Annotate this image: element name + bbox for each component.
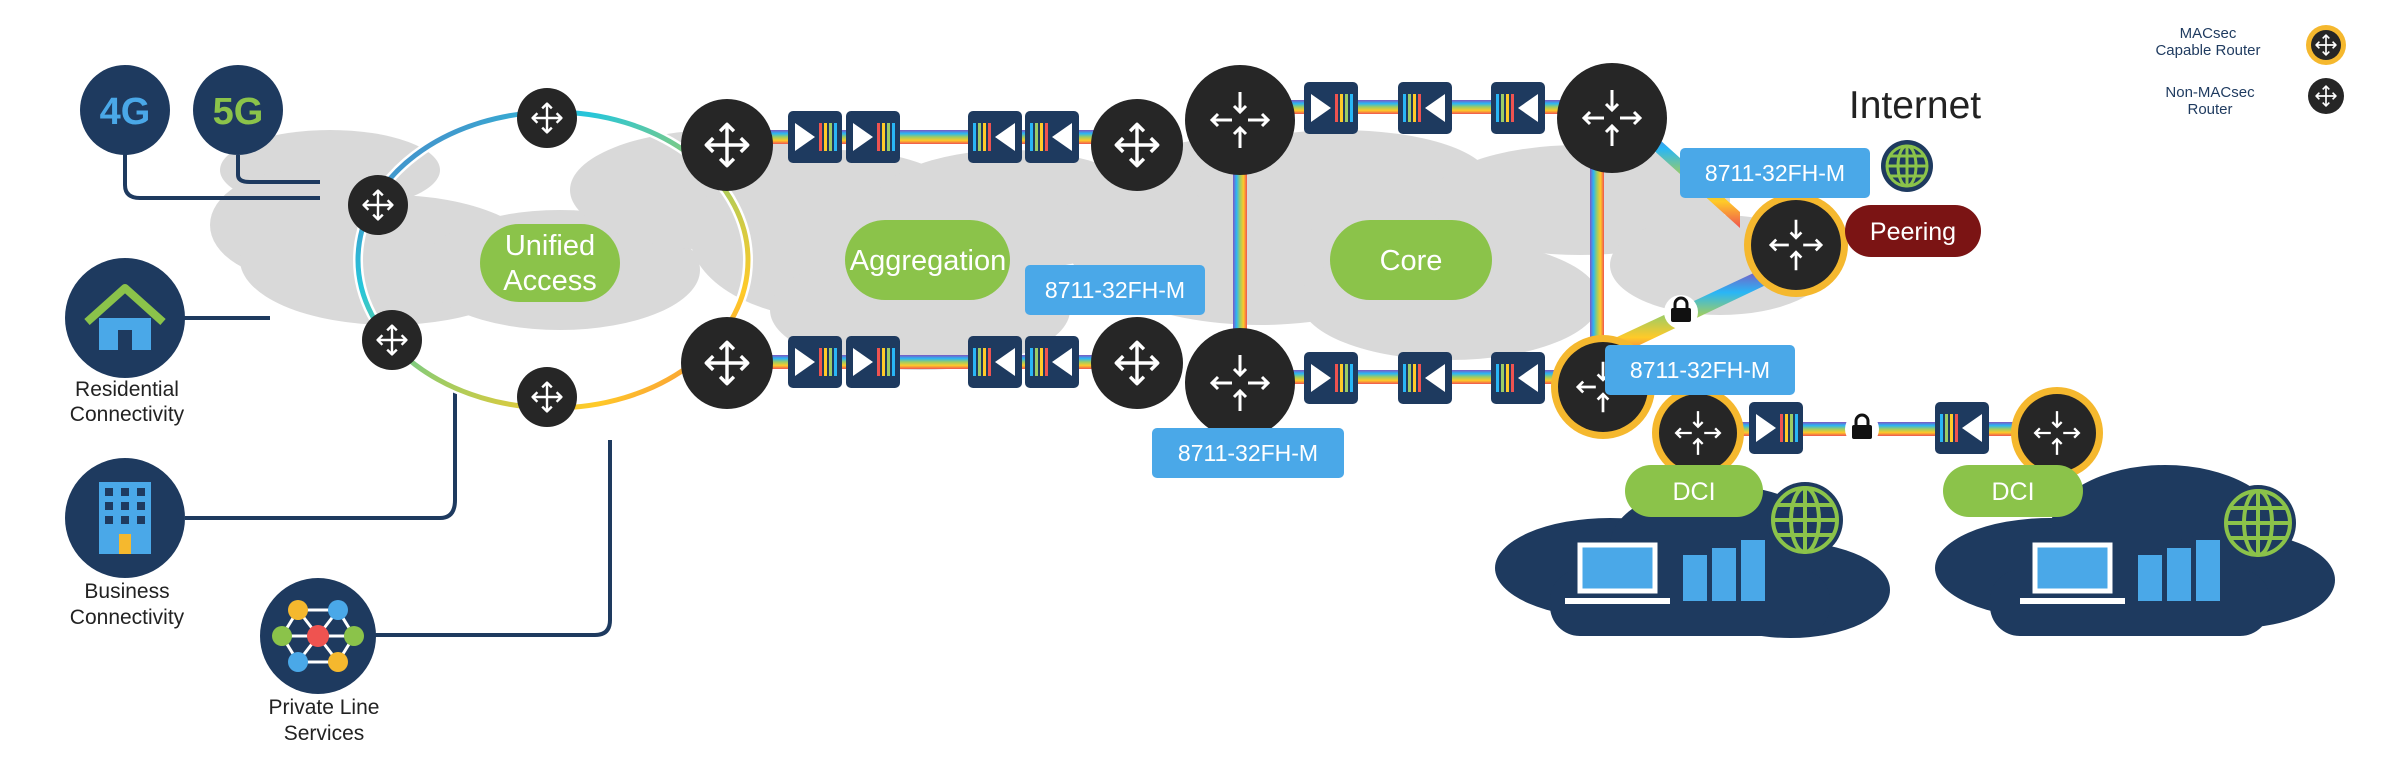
residential-label-2: Connectivity [70, 403, 185, 426]
router-label-peering: 8711-32FH-M [1680, 148, 1870, 198]
svg-text:8711-32FH-M: 8711-32FH-M [1045, 277, 1185, 303]
residential-label-1: Residential [75, 378, 179, 401]
router-agg-top-left[interactable] [681, 99, 773, 191]
legend-non-macsec-label-2: Router [2187, 101, 2232, 118]
zone-access-label-2: Access [503, 265, 596, 297]
zone-aggregation-pill: Aggregation [845, 220, 1010, 300]
optic-agg-bot-3 [968, 336, 1022, 388]
optic-core-top-3 [1491, 82, 1545, 134]
legend: MACsec Capable Router Non-MACsec Router [2155, 25, 2346, 118]
business-label-2: Connectivity [70, 606, 185, 629]
router-label-edge: 8711-32FH-M [1605, 345, 1795, 395]
badge-5g: 5G [193, 65, 283, 155]
lock-icon [1662, 293, 1700, 331]
zone-core-label: Core [1380, 245, 1443, 277]
globe-icon [2220, 485, 2296, 561]
optic-core-bot-3 [1491, 352, 1545, 404]
router-access-left-upper[interactable] [348, 175, 408, 235]
private-line-node: Private Line Services [260, 578, 379, 745]
zone-access-pill: Unified Access [480, 224, 620, 302]
access-links [123, 150, 612, 637]
router-dci-1-macsec[interactable] [1652, 387, 1744, 479]
private-line-label-1: Private Line [269, 696, 380, 719]
building-icon [99, 482, 151, 554]
residential-node: Residential Connectivity [65, 258, 185, 426]
lock-icon [1843, 410, 1881, 448]
optic-core-bot-2 [1398, 352, 1452, 404]
router-core-top-right[interactable] [1557, 63, 1667, 173]
legend-non-macsec-label-1: Non-MACsec [2165, 84, 2255, 101]
optic-agg-bot-4 [1025, 336, 1079, 388]
badge-4g: 4G [80, 65, 170, 155]
svg-text:5G: 5G [213, 91, 264, 133]
svg-text:Peering: Peering [1870, 218, 1956, 246]
peering-badge: Peering [1845, 205, 1981, 257]
legend-non-macsec-router-icon [2308, 78, 2344, 114]
business-label-1: Business [84, 580, 169, 603]
zone-core-pill: Core [1330, 220, 1492, 300]
globe-icon [1767, 482, 1843, 558]
laptop-icon [1565, 542, 1670, 604]
optic-agg-bot-2 [846, 336, 900, 388]
data-center-2: DCI [1935, 465, 2335, 636]
router-core-top-left[interactable] [1185, 65, 1295, 175]
laptop-icon [2020, 542, 2125, 604]
svg-text:8711-32FH-M: 8711-32FH-M [1178, 440, 1318, 466]
internet-label: Internet [1849, 84, 1981, 127]
private-line-label-2: Services [284, 722, 365, 745]
zone-access-label-1: Unified [505, 230, 595, 262]
optic-agg-top-1 [788, 111, 842, 163]
zone-aggregation-label: Aggregation [850, 245, 1006, 277]
svg-text:8711-32FH-M: 8711-32FH-M [1705, 160, 1845, 186]
router-access-left-lower[interactable] [362, 310, 422, 370]
svg-text:8711-32FH-M: 8711-32FH-M [1630, 357, 1770, 383]
data-center-1: DCI [1495, 465, 1890, 638]
optic-agg-top-4 [1025, 111, 1079, 163]
dci-1-label: DCI [1672, 478, 1715, 506]
router-dci-2-macsec[interactable] [2011, 387, 2103, 479]
legend-macsec-label-1: MACsec [2180, 25, 2237, 42]
optic-core-bot-1 [1304, 352, 1358, 404]
router-agg-top-right[interactable] [1091, 99, 1183, 191]
globe-icon [1881, 140, 1933, 192]
optic-dci-2 [1935, 402, 1989, 454]
server-rack-icon [1683, 540, 1765, 601]
optic-dci-1 [1749, 402, 1803, 454]
business-node: Business Connectivity [65, 458, 185, 629]
router-core-bottom-left[interactable] [1185, 328, 1295, 438]
router-label-core-bottom: 8711-32FH-M [1152, 428, 1344, 478]
optic-agg-bot-1 [788, 336, 842, 388]
dci-2-label: DCI [1991, 478, 2034, 506]
optic-agg-top-3 [968, 111, 1022, 163]
optic-agg-top-2 [846, 111, 900, 163]
server-rack-icon [2138, 540, 2220, 601]
router-label-agg: 8711-32FH-M [1025, 265, 1205, 315]
legend-macsec-label-2: Capable Router [2155, 42, 2260, 59]
mesh-icon [272, 600, 364, 672]
legend-macsec-router-icon [2306, 25, 2346, 65]
house-icon [84, 284, 166, 350]
router-access-top[interactable] [517, 88, 577, 148]
router-agg-bottom-left[interactable] [681, 317, 773, 409]
optic-core-top-1 [1304, 82, 1358, 134]
router-access-bottom[interactable] [517, 367, 577, 427]
svg-text:4G: 4G [100, 91, 151, 133]
router-agg-bottom-right[interactable] [1091, 317, 1183, 409]
optic-core-top-2 [1398, 82, 1452, 134]
router-peering-macsec[interactable] [1744, 193, 1848, 297]
